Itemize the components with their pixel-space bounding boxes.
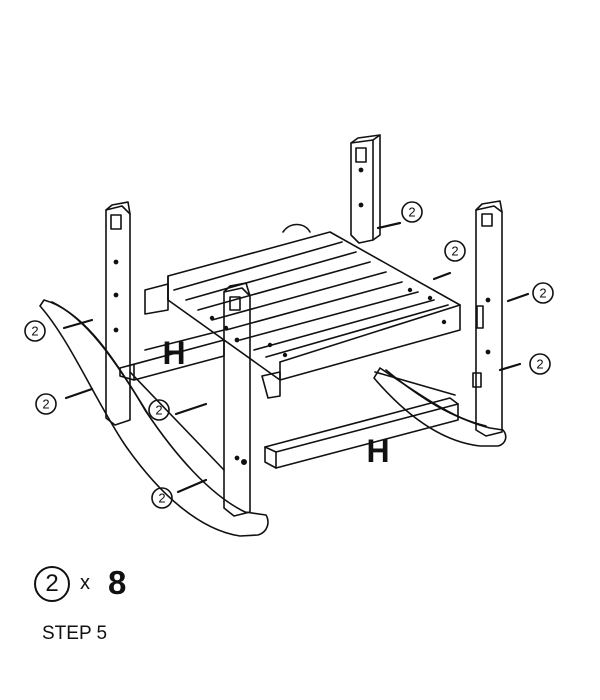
svg-text:2: 2 <box>408 205 415 220</box>
back-left-post <box>105 201 131 426</box>
callout-screw-2: 2 <box>151 487 173 509</box>
part-label-h-front: H <box>366 433 389 469</box>
hardware-quantity: 2 x 8 <box>34 564 154 606</box>
svg-text:2: 2 <box>42 397 49 412</box>
callout-screw-2: 2 <box>532 282 554 304</box>
callout-screw-2: 2 <box>529 353 551 375</box>
screws <box>62 221 530 494</box>
callout-screw-2: 2 <box>444 240 466 262</box>
svg-text:2: 2 <box>451 244 458 259</box>
front-crossbar-h <box>264 371 459 469</box>
svg-text:2: 2 <box>158 491 165 506</box>
callout-screw-2: 2 <box>35 393 57 415</box>
right-rocker <box>373 367 507 447</box>
callout-screw-2: 2 <box>401 201 423 223</box>
front-left-post <box>223 282 251 517</box>
step-label: STEP 5 <box>42 623 108 644</box>
svg-text:2: 2 <box>31 324 38 339</box>
front-right-post <box>472 200 503 437</box>
svg-text:2: 2 <box>155 403 162 418</box>
callout-screw-2: 2 <box>148 399 170 421</box>
part-label-h-side: H <box>162 335 185 371</box>
callout-screw-2: 2 <box>24 320 46 342</box>
hardware-part-circle: 2 <box>34 566 70 602</box>
side-stretcher-h <box>119 329 225 471</box>
quantity-count: 8 <box>108 564 127 601</box>
svg-text:2: 2 <box>539 286 546 301</box>
seat-assembly <box>144 223 461 399</box>
back-right-post <box>350 134 381 244</box>
svg-text:2: 2 <box>536 357 543 372</box>
quantity-multiplier: x <box>80 572 90 594</box>
